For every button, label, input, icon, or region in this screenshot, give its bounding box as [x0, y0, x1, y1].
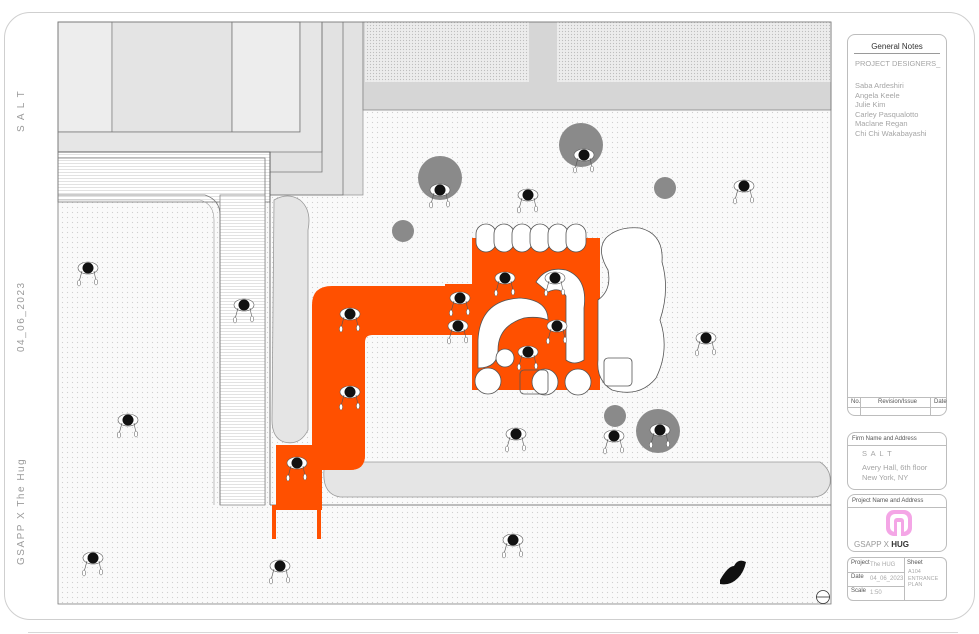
info-scale-value: 1:50	[870, 590, 882, 596]
info-row-divider	[848, 572, 904, 573]
hug-logo-icon	[886, 510, 912, 536]
bottom-rule	[28, 632, 958, 633]
firm-rule	[848, 445, 946, 446]
info-row-divider	[848, 586, 904, 587]
designer-name: Carley Pasqualotto	[855, 109, 919, 119]
designer-name: Chi Chi Wakabayashi	[855, 128, 927, 138]
designer-name: Angela Keele	[855, 90, 900, 100]
designer-name: Saba Ardeshiri	[855, 81, 904, 90]
general-notes-title: General Notes	[871, 42, 923, 51]
info-date-value: 04_06_2023	[870, 576, 904, 582]
project-logo-prefix: GSAPP X	[854, 540, 892, 549]
revision-no-label: No.	[851, 399, 861, 405]
info-date-label: Date	[851, 574, 864, 580]
revision-table-mid	[848, 407, 946, 408]
firm-panel: Firm Name and Address S A L T Avery Hall…	[847, 432, 947, 490]
general-notes-panel: General Notes PROJECT DESIGNERS_ Saba Ar…	[847, 34, 947, 416]
north-arrow-icon	[816, 590, 830, 604]
firm-name: S A L T	[862, 449, 893, 458]
info-project-value: The HUG	[870, 562, 896, 568]
project-label: Project Name and Address	[852, 498, 924, 504]
firm-label: Firm Name and Address	[852, 436, 917, 442]
revision-table-top	[848, 397, 946, 398]
project-rule	[848, 507, 946, 508]
revision-issue-label: Revision/Issue	[878, 399, 918, 405]
firm-address-line1: Avery Hall, 6th floor	[862, 463, 928, 472]
drawing-sheet-border	[4, 12, 975, 620]
designer-name: Julie Kim	[855, 100, 886, 110]
project-logo-text: GSAPP X HUG	[854, 540, 909, 549]
firm-address-line2: New York, NY	[862, 473, 909, 482]
project-logo-bold: HUG	[891, 540, 909, 549]
revision-col-divider	[930, 397, 931, 416]
info-scale-label: Scale	[851, 588, 867, 594]
info-sheet-value: A104 ENTRANCE PLAN	[908, 569, 939, 588]
revision-col-divider	[860, 397, 861, 416]
info-project-label: Project	[851, 560, 870, 566]
revision-date-label: Date	[934, 399, 947, 405]
info-sheet-label: Sheet	[907, 560, 923, 566]
project-panel: Project Name and Address GSAPP X HUG	[847, 494, 947, 552]
title-block: General Notes PROJECT DESIGNERS_ Saba Ar…	[841, 26, 947, 606]
general-notes-rule	[854, 53, 940, 54]
designers-label: PROJECT DESIGNERS_	[855, 59, 941, 68]
project-info-table: Project The HUG Date 04_06_2023 Scale 1:…	[847, 557, 947, 601]
designer-list: Saba Ardeshiri Angela Keele Julie Kim Ca…	[855, 81, 926, 139]
info-col-divider	[904, 558, 905, 600]
designer-name: Maclane Regan	[855, 119, 908, 129]
